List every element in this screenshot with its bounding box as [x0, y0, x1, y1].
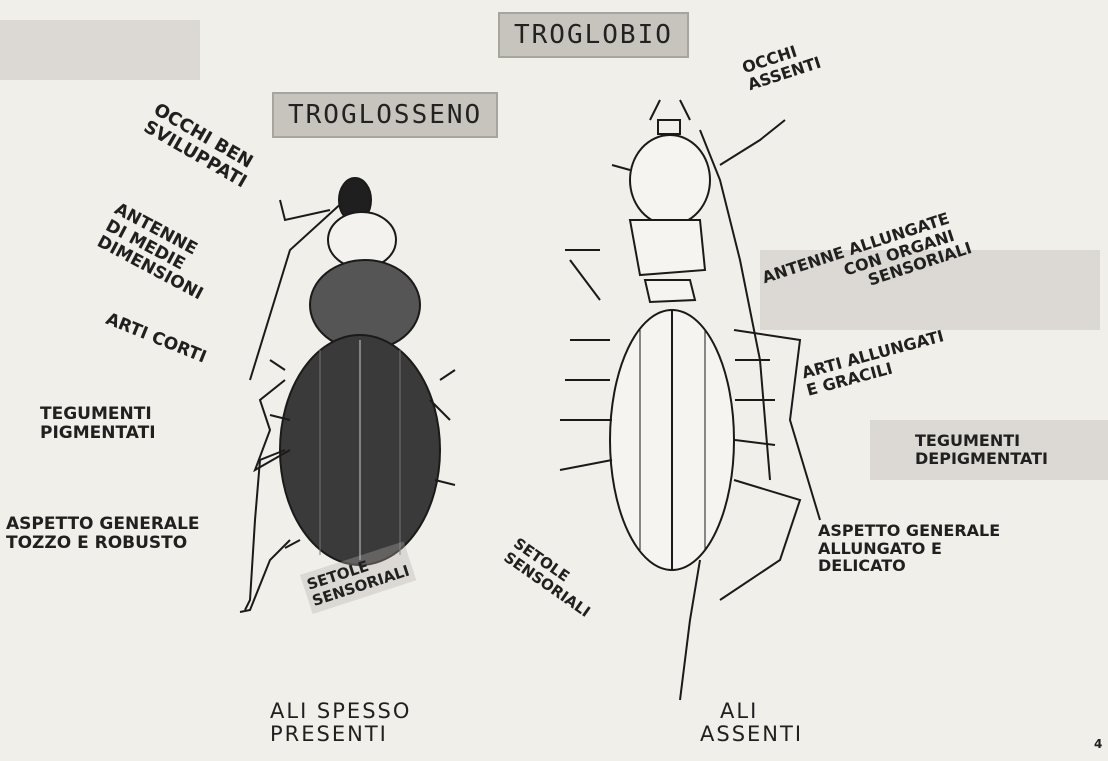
troglosseno-beetle	[240, 178, 455, 612]
label-tegumenti-pigmentati: TEGUMENTI PIGMENTATI	[40, 405, 156, 442]
label-ali-assenti: ALI ASSENTI	[700, 700, 803, 746]
label-line: ALI SPESSO	[270, 700, 411, 723]
label-line: DELICATO	[818, 557, 1000, 575]
label-line: ALI	[700, 700, 803, 723]
label-line: DEPIGMENTATI	[915, 450, 1048, 468]
label-line: TEGUMENTI	[915, 432, 1048, 450]
label-line: ALLUNGATO E	[818, 540, 1000, 558]
label-line: PRESENTI	[270, 723, 411, 746]
label-line: ASSENTI	[700, 723, 803, 746]
label-ali-spesso-presenti: ALI SPESSO PRESENTI	[270, 700, 411, 746]
label-line: TEGUMENTI	[40, 405, 156, 424]
label-line: ASPETTO GENERALE	[818, 522, 1000, 540]
label-tegumenti-depigmentati: TEGUMENTI DEPIGMENTATI	[915, 432, 1048, 467]
troglobio-beetle	[560, 100, 820, 700]
page-number: 4	[1094, 738, 1102, 751]
label-line: TOZZO E ROBUSTO	[6, 534, 200, 553]
label-aspetto-allungato: ASPETTO GENERALE ALLUNGATO E DELICATO	[818, 522, 1000, 575]
label-aspetto-tozzo: ASPETTO GENERALE TOZZO E ROBUSTO	[6, 515, 200, 552]
label-line: PIGMENTATI	[40, 424, 156, 443]
label-line: ASPETTO GENERALE	[6, 515, 200, 534]
